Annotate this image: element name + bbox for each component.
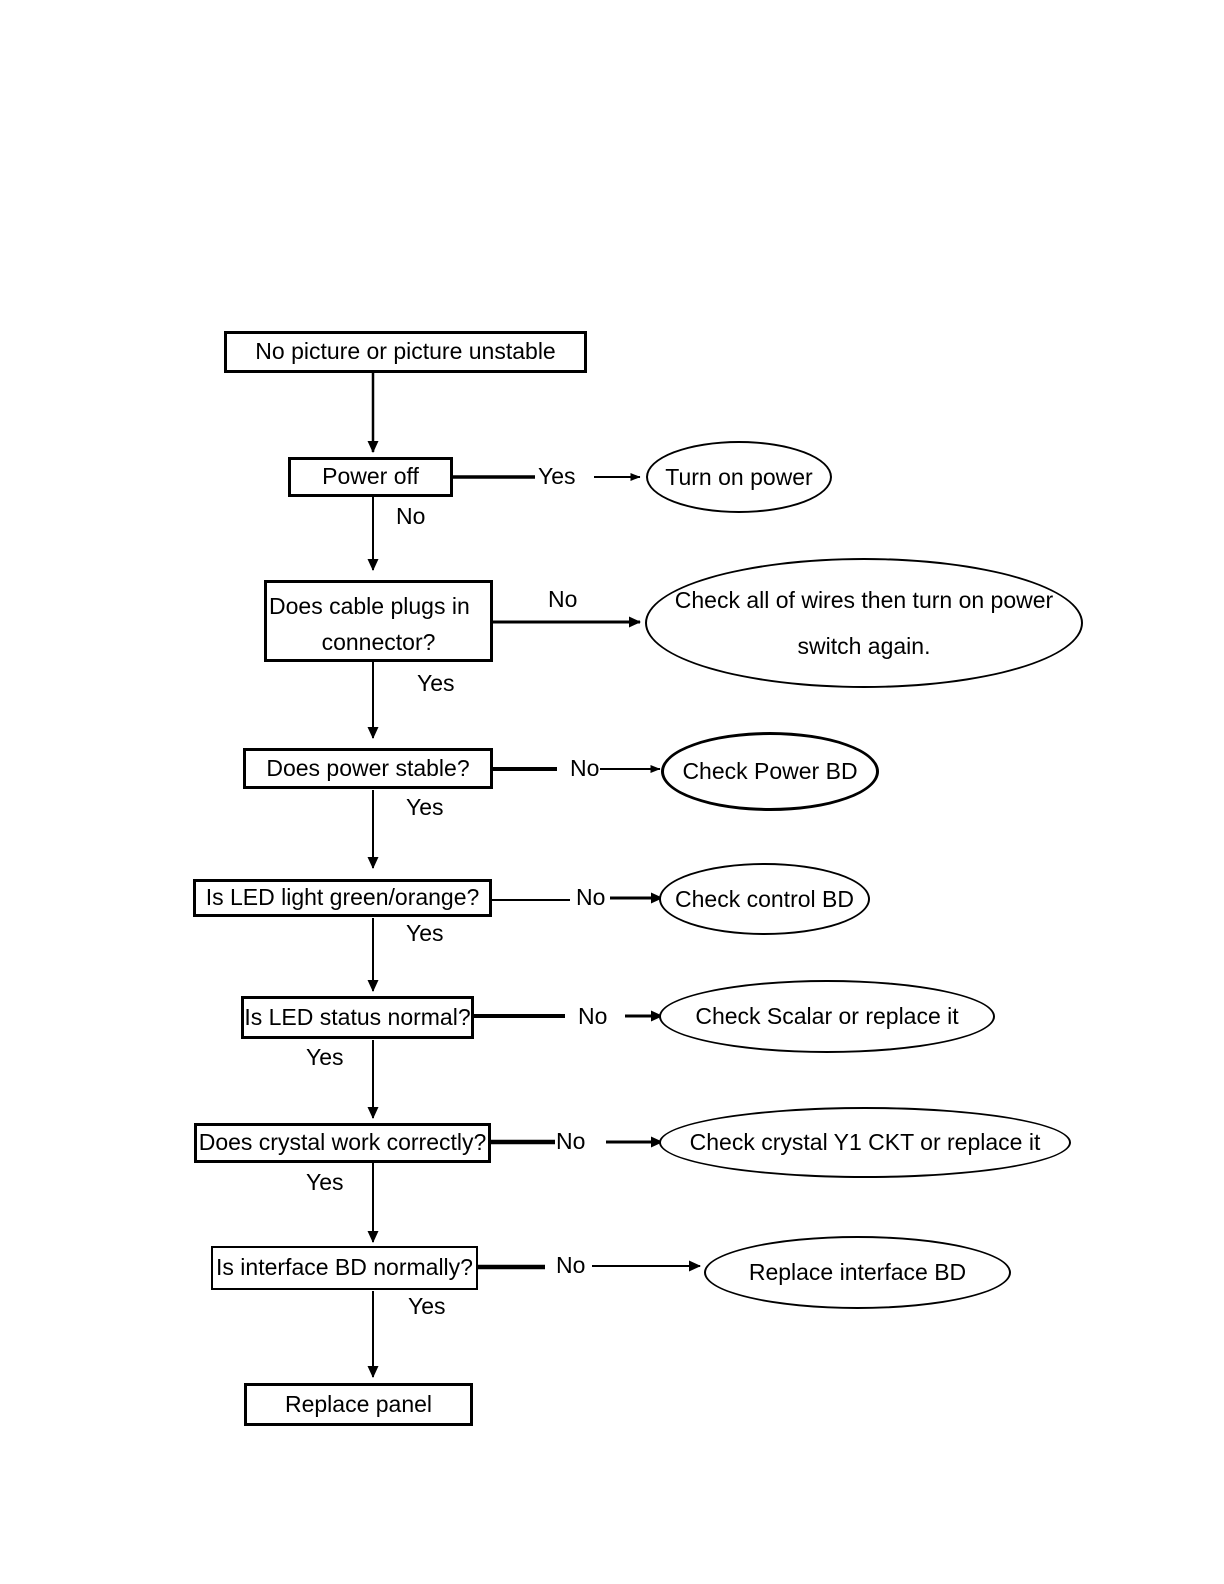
edge-label-led-light-no: No — [576, 884, 606, 910]
edge-label-crystal-yes: Yes — [306, 1169, 344, 1195]
node-check-wires-label-line2: switch again. — [797, 633, 931, 659]
edge-label-led-light-yes: Yes — [406, 920, 444, 946]
node-cable-plugs[interactable]: Does cable plugs in connector? — [264, 580, 493, 662]
node-led-light-label: Is LED light green/orange? — [205, 884, 480, 911]
edge-label-power-stable-no: No — [570, 755, 600, 781]
node-interface-bd[interactable]: Is interface BD normally? — [211, 1246, 478, 1290]
edge-label-power-off-yes: Yes — [538, 463, 576, 489]
node-power-stable-label: Does power stable? — [266, 754, 470, 781]
node-cable-plugs-label-line2: connector? — [321, 628, 436, 655]
node-power-stable[interactable]: Does power stable? — [243, 748, 493, 789]
node-check-power-bd[interactable]: Check Power BD — [661, 732, 879, 811]
node-check-wires-label-line1: Check all of wires then turn on power — [674, 587, 1054, 613]
edge-label-cable-yes: Yes — [417, 670, 455, 696]
edge-label-cable-no: No — [548, 586, 578, 612]
node-check-wires[interactable]: Check all of wires then turn on power sw… — [645, 558, 1083, 688]
node-replace-interface-bd-label: Replace interface BD — [748, 1259, 967, 1286]
edge-label-interface-yes: Yes — [408, 1293, 446, 1319]
node-replace-interface-bd[interactable]: Replace interface BD — [704, 1236, 1011, 1309]
node-crystal-label: Does crystal work correctly? — [198, 1129, 487, 1156]
node-replace-panel-label: Replace panel — [284, 1390, 433, 1417]
edge-label-power-stable-yes: Yes — [406, 794, 444, 820]
node-crystal[interactable]: Does crystal work correctly? — [194, 1123, 491, 1163]
node-turn-on-power[interactable]: Turn on power — [646, 441, 832, 513]
edge-label-crystal-no: No — [556, 1128, 586, 1154]
node-turn-on-power-label: Turn on power — [665, 463, 813, 490]
node-led-status-label: Is LED status normal? — [244, 1003, 471, 1030]
edge-label-interface-no: No — [556, 1252, 586, 1278]
node-led-status[interactable]: Is LED status normal? — [241, 996, 474, 1039]
node-start-label: No picture or picture unstable — [255, 338, 556, 365]
node-led-light[interactable]: Is LED light green/orange? — [193, 879, 492, 917]
node-interface-bd-label: Is interface BD normally? — [216, 1254, 473, 1281]
node-check-crystal-label: Check crystal Y1 CKT or replace it — [689, 1129, 1041, 1156]
node-check-scalar-label: Check Scalar or replace it — [695, 1003, 959, 1030]
node-power-off-label: Power off — [322, 463, 419, 490]
edge-label-power-off-no: No — [396, 503, 426, 529]
node-check-control-bd[interactable]: Check control BD — [659, 863, 870, 935]
node-check-power-bd-label: Check Power BD — [682, 758, 858, 785]
node-power-off[interactable]: Power off — [288, 457, 453, 497]
node-cable-plugs-label-line1: Does cable plugs in — [269, 593, 470, 619]
node-start[interactable]: No picture or picture unstable — [224, 331, 587, 373]
node-check-crystal[interactable]: Check crystal Y1 CKT or replace it — [659, 1107, 1071, 1178]
node-check-control-bd-label: Check control BD — [675, 885, 854, 912]
edge-label-led-status-yes: Yes — [306, 1044, 344, 1070]
edge-label-led-status-no: No — [578, 1003, 608, 1029]
node-check-scalar[interactable]: Check Scalar or replace it — [659, 980, 995, 1053]
node-replace-panel[interactable]: Replace panel — [244, 1383, 473, 1426]
